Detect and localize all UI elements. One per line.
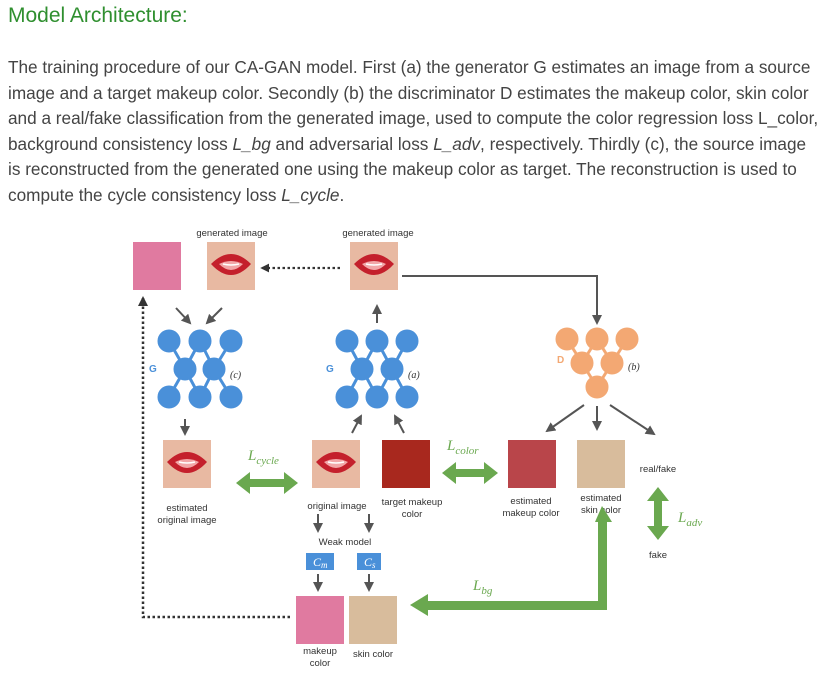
target-makeup-swatch: [382, 440, 430, 488]
arrow-generated-to-discriminator: [402, 275, 602, 325]
fake-label: fake: [649, 550, 667, 561]
stage-tag-c: (c): [230, 370, 242, 381]
cycle-loss-arrow: [236, 472, 298, 494]
arrow-target-to-g-mid: [394, 414, 405, 434]
skin-color-swatch-bottom: [349, 596, 397, 644]
makeup-color-label-1: makeup: [303, 646, 337, 657]
description-part-1: The training procedure of our CA-GAN mod…: [8, 57, 819, 154]
d-label: D: [557, 355, 564, 366]
estimated-original-label-1: estimated: [166, 503, 207, 514]
color-loss-arrow: [442, 462, 498, 484]
generated-image-label-mid: generated image: [342, 228, 413, 239]
color-loss-label: Lcolor: [446, 438, 479, 457]
makeup-color-label-2: color: [310, 658, 331, 669]
cs-label: Cs: [364, 555, 376, 570]
makeup-color-swatch-top: [133, 242, 181, 290]
generator-network-mid: [335, 329, 419, 409]
stage-tag-a: (a): [408, 370, 420, 381]
estimated-original-label-2: original image: [157, 515, 216, 526]
architecture-diagram: generated image generated image G (c) es…: [133, 228, 702, 669]
discriminator-network: [555, 327, 639, 399]
estimated-original-image: [162, 439, 212, 489]
arrow-image-to-g-left: [205, 307, 223, 325]
generator-network-left: [157, 329, 243, 409]
adv-loss-label: Ladv: [677, 510, 702, 529]
arrow-original-to-g-mid: [351, 414, 362, 434]
weak-model-label: Weak model: [319, 537, 372, 548]
makeup-color-swatch-bottom: [296, 596, 344, 644]
description-part-4: .: [339, 184, 345, 205]
estimated-skin-swatch: [577, 440, 625, 488]
generated-image-mid: [349, 241, 399, 291]
target-makeup-label-1: target makeup: [382, 497, 443, 508]
stage-tag-b: (b): [628, 362, 640, 373]
bg-loss-label: Lbg: [472, 578, 493, 597]
bg-loss-arrow: [410, 506, 612, 616]
arrow-d-to-makeup: [545, 404, 585, 433]
adv-loss-arrow: [647, 487, 669, 540]
target-makeup-label-2: color: [402, 509, 423, 520]
generated-image-left: [206, 241, 256, 291]
cs-box: [357, 553, 381, 570]
estimated-makeup-swatch: [508, 440, 556, 488]
adv-loss-term: L_adv: [433, 133, 481, 154]
g-label-mid: G: [326, 364, 334, 375]
bg-loss-term: L_bg: [232, 133, 271, 154]
estimated-makeup-label-2: makeup color: [502, 508, 559, 519]
page-title: Model Architecture:: [8, 4, 188, 27]
estimated-makeup-label-1: estimated: [510, 496, 551, 507]
description-part-3: , respectively. Thirdly (c), the source …: [8, 133, 807, 205]
description-part-2: and adversarial loss: [270, 133, 434, 154]
arrow-d-to-realfake: [609, 404, 656, 436]
description-paragraph: The training procedure of our CA-GAN mod…: [8, 55, 823, 208]
arrow-swatch-to-g-left: [175, 307, 192, 325]
real-fake-label: real/fake: [640, 464, 676, 475]
generated-image-label-left: generated image: [196, 228, 267, 239]
estimated-skin-label-1: estimated: [580, 493, 621, 504]
original-image: [311, 439, 361, 489]
cycle-loss-term: L_cycle: [281, 184, 340, 205]
original-image-label: original image: [307, 501, 366, 512]
cycle-loss-label: Lcycle: [247, 448, 279, 467]
skin-color-label: skin color: [353, 649, 393, 660]
dotted-feedback-loop: [138, 296, 290, 619]
cm-box: [306, 553, 334, 570]
g-label-left: G: [149, 364, 157, 375]
cm-label: Cm: [313, 555, 328, 570]
